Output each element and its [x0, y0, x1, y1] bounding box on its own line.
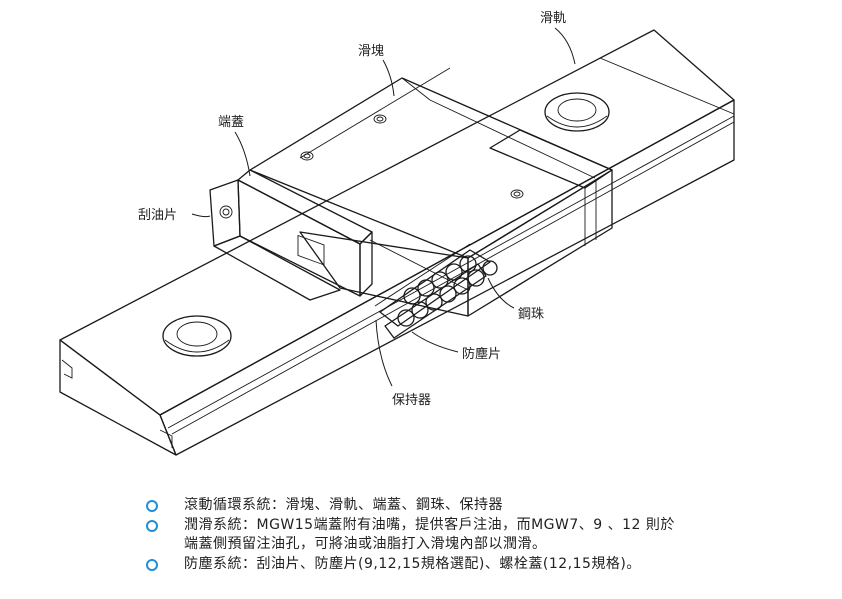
linear-guide-diagram: 滑軌 滑塊 端蓋 刮油片 鋼珠 防塵片 保持器	[59, 10, 735, 456]
leader-block	[382, 59, 395, 97]
feature-text: 潤滑系統：MGW15端蓋附有油嘴，提供客戶注油，而MGW7、9 、12 則於	[184, 517, 675, 533]
bullet-circle-icon	[146, 500, 158, 512]
bullet-circle-icon	[146, 520, 158, 532]
feature-text: 滾動循環系統：滑塊、滑軌、端蓋、鋼珠、保持器	[184, 497, 503, 513]
feature-list: 滾動循環系統：滑塊、滑軌、端蓋、鋼珠、保持器 潤滑系統：MGW15端蓋附有油嘴，…	[146, 496, 826, 575]
label-scraper: 刮油片	[138, 208, 177, 223]
leader-rail	[554, 27, 576, 65]
rail	[59, 29, 735, 456]
feature-text-continued: 端蓋側預留注油孔，可將油或油脂打入滑塊內部以潤滑。	[184, 536, 547, 552]
feature-text: 防塵系統：刮油片、防塵片(9,12,15規格選配)、螺栓蓋(12,15規格)。	[184, 556, 641, 572]
steel-balls	[397, 255, 498, 327]
label-retainer: 保持器	[392, 393, 431, 408]
label-block: 滑塊	[358, 43, 384, 59]
feature-item-rolling: 滾動循環系統：滑塊、滑軌、端蓋、鋼珠、保持器	[146, 496, 826, 515]
leader-retainer	[375, 319, 393, 387]
bullet-circle-icon	[146, 559, 158, 571]
label-steel-ball: 鋼珠	[518, 307, 544, 322]
rail-hole-front	[162, 315, 232, 357]
leader-end-cap	[234, 131, 251, 177]
scraper	[209, 179, 341, 301]
label-dust-plate: 防塵片	[462, 346, 501, 362]
leader-scraper	[191, 213, 211, 218]
slider-block	[249, 67, 613, 317]
label-rail: 滑軌	[540, 10, 566, 26]
label-end-cap: 端蓋	[218, 115, 244, 130]
rail-hole-back	[544, 92, 610, 132]
feature-item-lubrication: 潤滑系統：MGW15端蓋附有油嘴，提供客戶注油，而MGW7、9 、12 則於 端…	[146, 516, 826, 554]
leader-dust-plate	[411, 331, 459, 353]
feature-item-dustproof: 防塵系統：刮油片、防塵片(9,12,15規格選配)、螺栓蓋(12,15規格)。	[146, 555, 826, 574]
leader-steel-ball	[487, 277, 515, 309]
